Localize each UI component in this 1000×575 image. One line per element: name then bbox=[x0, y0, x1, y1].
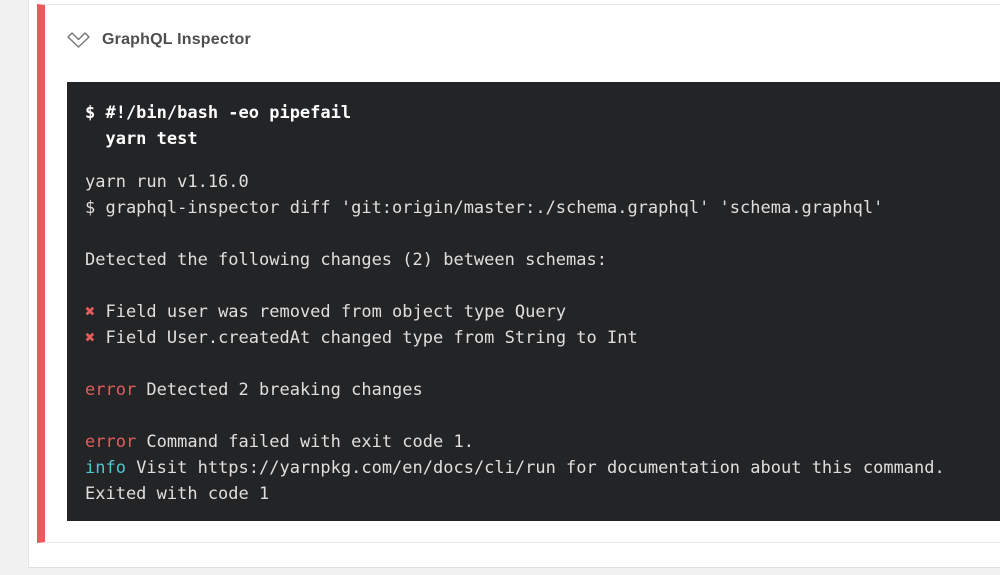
log-line: yarn run v1.16.0 bbox=[85, 172, 249, 192]
log-line: Exited with code 1 bbox=[85, 484, 270, 504]
step-header[interactable]: GraphQL Inspector bbox=[45, 5, 1000, 51]
command-line: yarn test bbox=[85, 129, 198, 149]
step-title: GraphQL Inspector bbox=[102, 31, 251, 48]
terminal-output: $ #!/bin/bash -eo pipefail yarn test yar… bbox=[67, 82, 1000, 521]
log-line: info Visit https://yarnpkg.com/en/docs/c… bbox=[85, 458, 945, 478]
log-line: ✖ Field User.createdAt changed type from… bbox=[85, 328, 638, 348]
chevron-down-icon[interactable] bbox=[65, 29, 92, 51]
build-output-panel: GraphQL Inspector $ #!/bin/bash -eo pipe… bbox=[28, 0, 1000, 568]
command-block: $ #!/bin/bash -eo pipefail yarn test bbox=[85, 100, 982, 152]
log-line: $ graphql-inspector diff 'git:origin/mas… bbox=[85, 198, 884, 218]
log-line: error Command failed with exit code 1. bbox=[85, 432, 474, 452]
log-line: Detected the following changes (2) betwe… bbox=[85, 250, 607, 270]
log-line bbox=[85, 351, 982, 377]
log-line bbox=[85, 403, 982, 429]
log-line: error Detected 2 breaking changes bbox=[85, 380, 423, 400]
log-line: ✖ Field user was removed from object typ… bbox=[85, 302, 567, 322]
log-output: yarn run v1.16.0 $ graphql-inspector diff… bbox=[85, 169, 982, 507]
log-line bbox=[85, 273, 982, 299]
failed-step-card: GraphQL Inspector $ #!/bin/bash -eo pipe… bbox=[37, 4, 1000, 543]
log-line bbox=[85, 221, 982, 247]
command-line: $ #!/bin/bash -eo pipefail bbox=[85, 103, 352, 123]
